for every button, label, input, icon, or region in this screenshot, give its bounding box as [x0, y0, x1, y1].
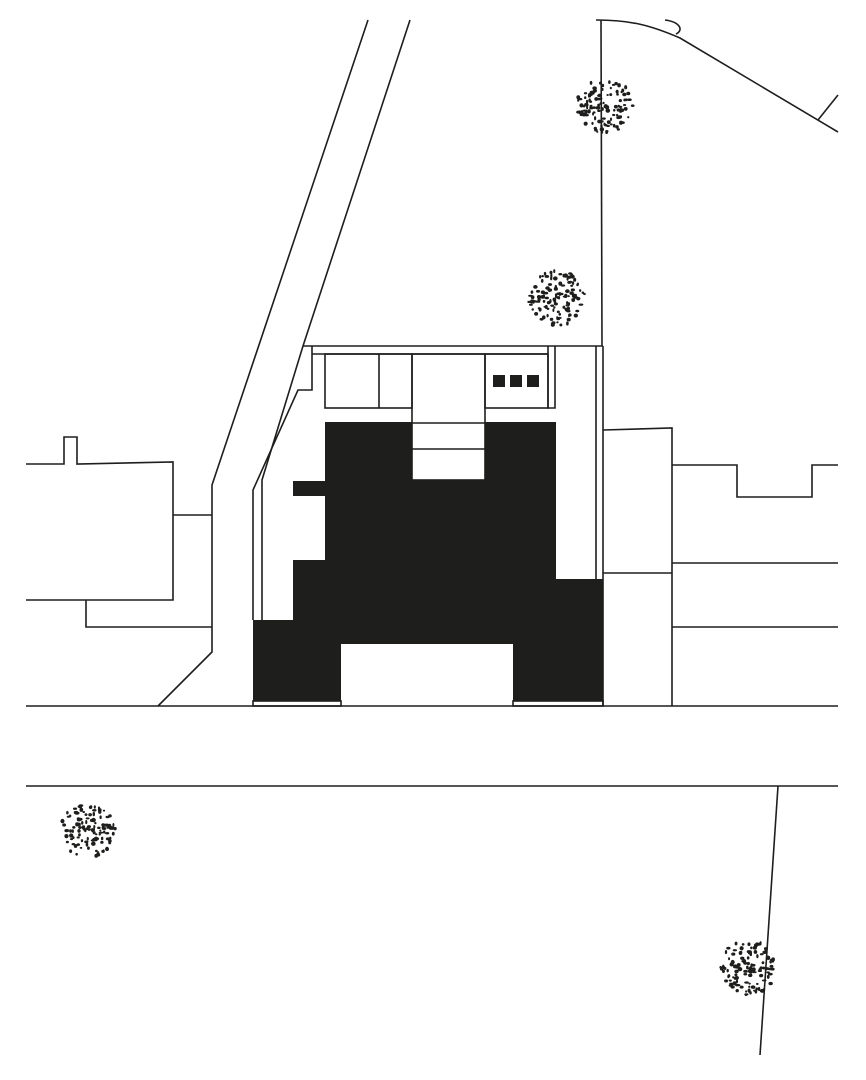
trees	[60, 80, 775, 997]
north-parcel-lines	[595, 19, 839, 347]
pillar-2	[510, 375, 522, 387]
east-neighbor-buildings	[602, 427, 838, 706]
tree-southwest	[60, 804, 117, 858]
pillar-1	[493, 375, 505, 387]
main-building	[253, 422, 603, 701]
tree-north-1	[576, 80, 635, 135]
tree-north-2	[527, 269, 586, 327]
diagonal-lane	[157, 19, 411, 707]
pillar-3	[527, 375, 539, 387]
west-neighbor-building	[26, 436, 212, 628]
street-lines	[26, 705, 838, 1056]
stair-block	[411, 353, 486, 481]
building-edge-strips	[252, 700, 604, 707]
tree-southeast	[719, 941, 775, 997]
annex-rooms	[324, 353, 549, 481]
